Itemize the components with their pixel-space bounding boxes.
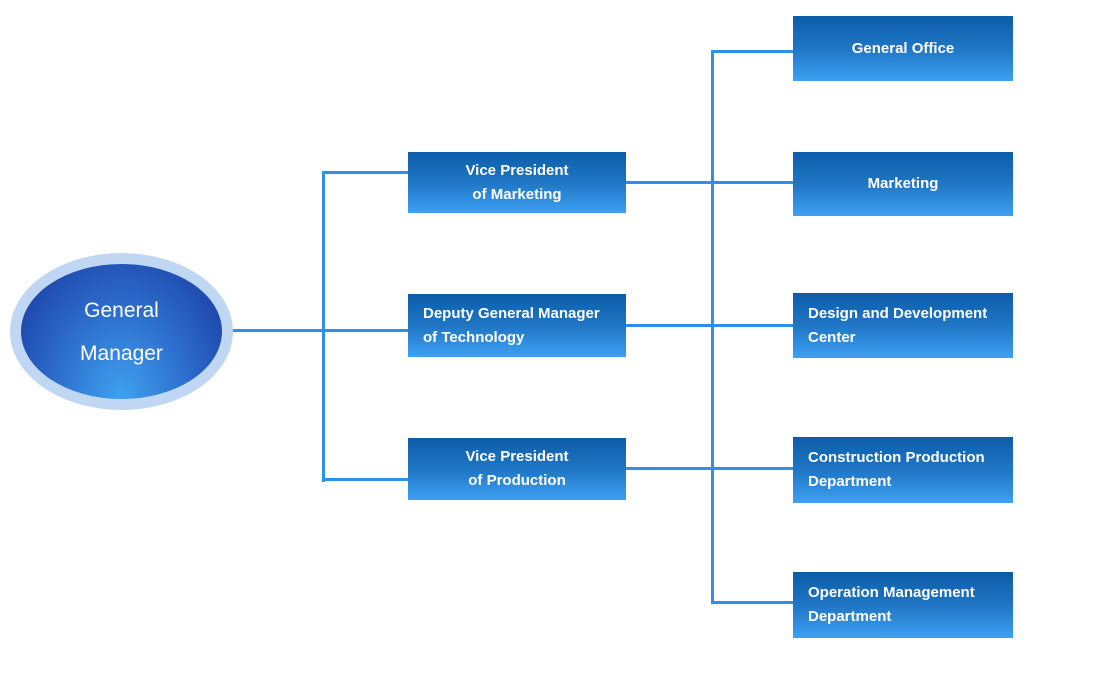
connector-branch-general-office <box>711 50 794 53</box>
node-construction-production-department[interactable]: Construction Production Department <box>793 437 1013 503</box>
node-text-line1: Construction Production <box>808 449 985 466</box>
node-text-line2: Center <box>808 328 856 346</box>
node-text-line1: General Office <box>851 39 955 57</box>
node-text-line2: Manager <box>80 341 163 365</box>
connector-branch-vp-marketing <box>322 171 410 174</box>
connector-deputy-to-design-center <box>625 324 794 327</box>
node-text-line2: of Marketing <box>472 185 562 203</box>
node-text-line1: Marketing <box>867 175 939 192</box>
node-text-line1: Operation Management <box>808 584 975 601</box>
node-marketing[interactable]: Marketing <box>793 152 1013 216</box>
node-operation-management-department[interactable]: Operation Management Department <box>793 572 1013 638</box>
connector-root-to-deputy <box>229 329 409 332</box>
node-text-line2: Department <box>808 473 892 490</box>
connector-right-vertical-spine <box>711 50 714 604</box>
node-general-manager-face: General Manager <box>21 264 222 399</box>
node-general-office[interactable]: General Office <box>793 16 1013 81</box>
connector-left-vertical-spine <box>322 171 325 482</box>
node-text-line2: Department <box>808 608 892 625</box>
node-text-line2: of Technology <box>423 328 525 346</box>
node-design-and-development-center[interactable]: Design and Development Center <box>793 293 1013 358</box>
node-general-manager[interactable]: General Manager <box>10 253 233 410</box>
connector-vp-production-to-construction <box>625 467 794 470</box>
node-deputy-general-manager-of-technology[interactable]: Deputy General Manager of Technology <box>408 294 626 357</box>
node-text-line1: Vice President <box>465 161 569 179</box>
connector-branch-vp-production <box>322 478 410 481</box>
node-vice-president-of-marketing[interactable]: Vice President of Marketing <box>408 152 626 213</box>
connector-branch-operation <box>711 601 794 604</box>
node-text-line1: Vice President <box>465 448 569 465</box>
node-vice-president-of-production[interactable]: Vice President of Production <box>408 438 626 500</box>
connector-vp-marketing-to-marketing <box>625 181 794 184</box>
node-text-line1: Deputy General Manager <box>423 304 600 322</box>
node-text-line1: Design and Development <box>808 304 988 322</box>
node-text-line1: General <box>84 298 159 322</box>
node-text-line2: of Production <box>468 472 566 489</box>
